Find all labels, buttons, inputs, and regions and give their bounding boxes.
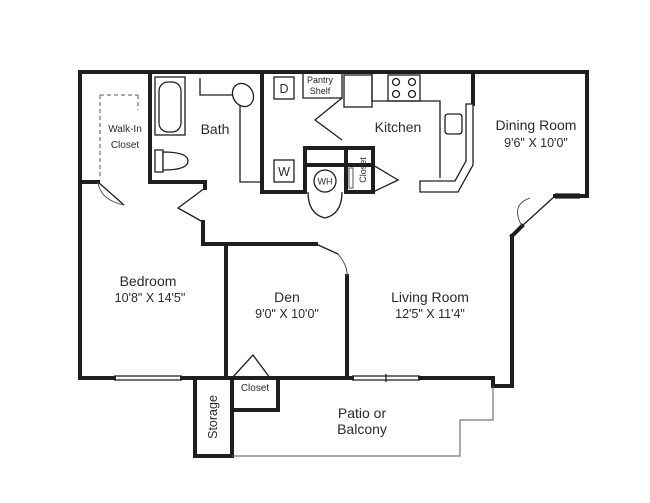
small-closet-door — [348, 164, 400, 193]
washer: W — [273, 159, 295, 183]
walk-in-closet-label-1: Walk-In — [108, 124, 142, 135]
room-patio: Patio or Balcony — [337, 405, 387, 437]
kitchen-bar — [419, 103, 474, 193]
water-heater-label: WH — [318, 177, 333, 187]
room-dining: Dining Room 9'6" X 10'0" — [496, 117, 577, 150]
storage-label: Storage — [206, 395, 220, 439]
den-size: 9'0" X 10'0" — [255, 307, 319, 321]
room-den: Den 9'0" X 10'0" — [255, 289, 319, 321]
pantry-label-2: Shelf — [310, 86, 331, 96]
pantry-label-1: Pantry — [307, 75, 334, 85]
interior-walls — [78, 70, 475, 458]
washer-label: W — [278, 165, 290, 179]
bedroom-label: Bedroom — [120, 273, 177, 289]
walk-in-closet-shelf — [97, 94, 139, 206]
dryer: D — [273, 76, 295, 100]
room-pantry: Pantry Shelf — [307, 75, 334, 96]
room-walk-in-closet: Walk-In Closet — [108, 124, 142, 151]
kitchen-sink — [444, 113, 463, 135]
den-closet-label: Closet — [241, 383, 270, 394]
room-living: Living Room 12'5" X 11'4" — [391, 289, 469, 321]
living-label: Living Room — [391, 289, 469, 305]
bedroom-window — [114, 375, 182, 381]
kitchen-counter — [371, 72, 441, 178]
pantry-shelf — [302, 72, 343, 141]
dining-size: 9'6" X 10'0" — [504, 136, 568, 150]
den-door — [315, 243, 348, 277]
patio-label-2: Balcony — [337, 421, 387, 437]
living-size: 12'5" X 11'4" — [395, 307, 465, 321]
dryer-label: D — [279, 82, 288, 96]
patio-outline — [232, 386, 494, 457]
entry-door — [517, 193, 580, 227]
den-label: Den — [274, 289, 300, 305]
bath-vanity — [199, 78, 262, 183]
water-heater: WH — [307, 169, 343, 219]
room-bedroom: Bedroom 10'8" X 14'5" — [115, 273, 186, 305]
patio-label-1: Patio or — [338, 405, 387, 421]
dining-label: Dining Room — [496, 117, 577, 133]
utility-closet-label: Closet — [358, 157, 368, 183]
toilet — [154, 149, 189, 173]
range-stove — [387, 74, 421, 102]
bath-label: Bath — [201, 121, 230, 137]
walk-in-closet-label-2: Closet — [111, 140, 140, 151]
bathtub — [154, 76, 186, 136]
living-sliding-door — [352, 374, 420, 382]
den-closet-door — [231, 353, 271, 379]
kitchen-label: Kitchen — [375, 119, 422, 135]
bath-door — [176, 187, 206, 223]
refrigerator — [343, 74, 373, 108]
bedroom-size: 10'8" X 14'5" — [115, 291, 186, 305]
